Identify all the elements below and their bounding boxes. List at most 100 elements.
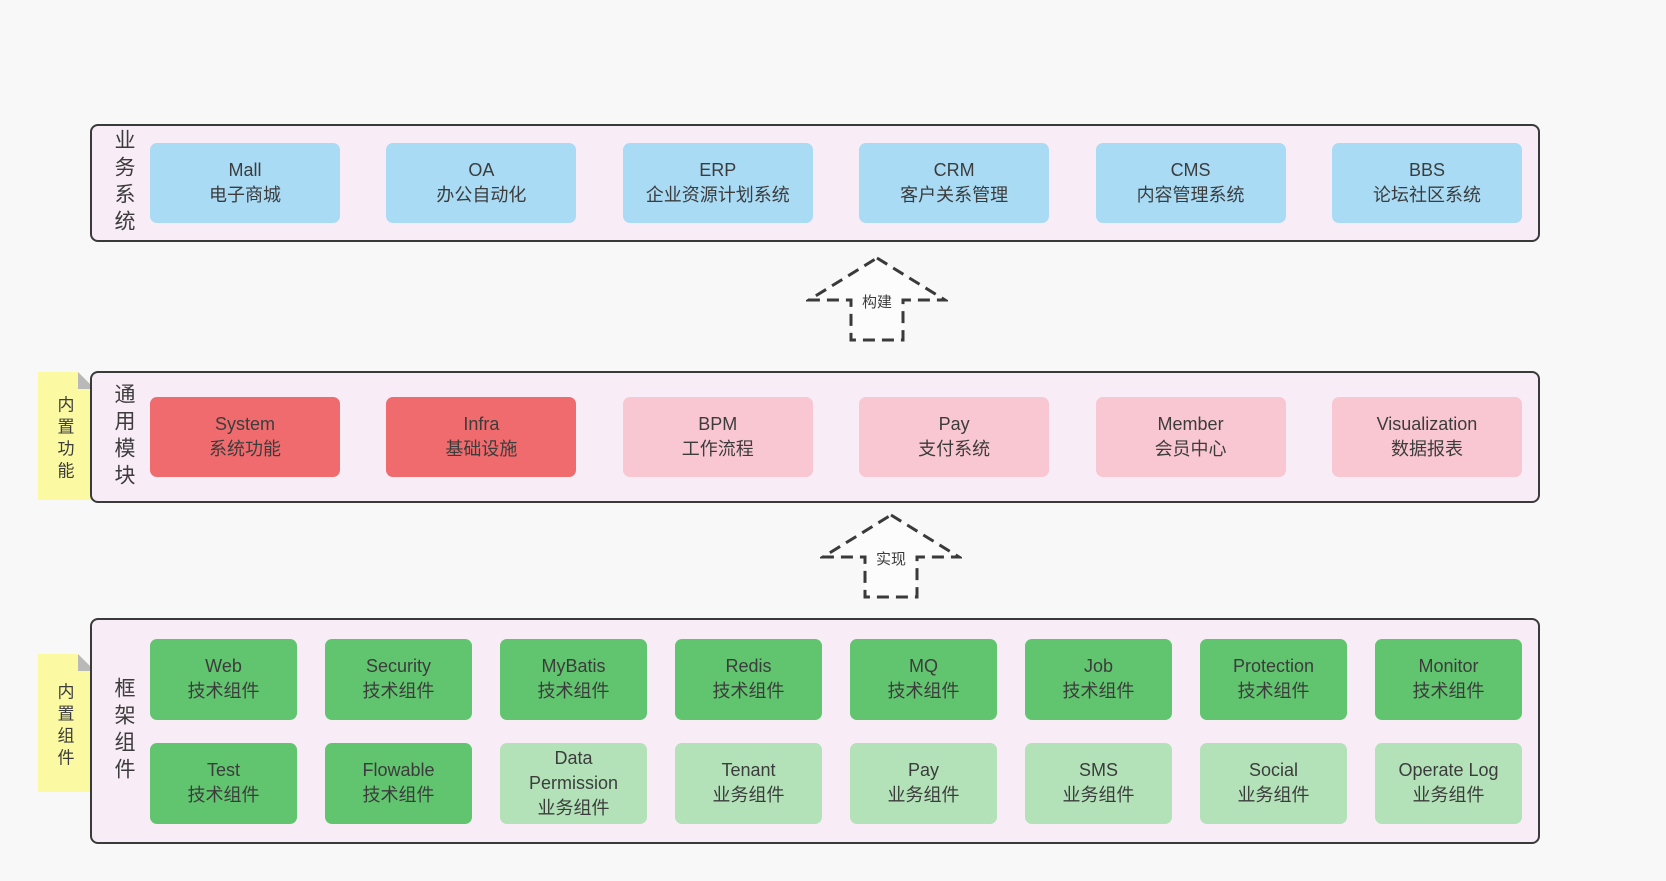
box-subtitle: 技术组件 [887, 681, 960, 701]
box-job: Job 技术组件 [1025, 638, 1172, 720]
box-subtitle: 业务组件 [712, 785, 785, 805]
box-subtitle: 内容管理系统 [1136, 185, 1245, 205]
arrow-implement: 实现 [820, 512, 962, 600]
box-subtitle: 基础设施 [445, 439, 518, 459]
box-title: Monitor [1418, 656, 1479, 676]
box-subtitle: 技术组件 [1237, 681, 1310, 701]
box-data-permission: Data Permission 业务组件 [500, 742, 647, 824]
box-subtitle: 业务组件 [1237, 785, 1310, 805]
box-cms: CMS 内容管理系统 [1095, 143, 1286, 223]
box-title: ERP [699, 160, 737, 180]
box-tenant: Tenant 业务组件 [675, 742, 822, 824]
sticky-note-label: 内置功能 [54, 395, 74, 484]
box-title: Mall [228, 160, 262, 180]
box-title: Visualization [1376, 414, 1478, 434]
box-title: SMS [1078, 760, 1118, 780]
box-title: Tenant [721, 760, 776, 780]
layer-business-systems: 业务系统 Mall 电子商城 OA 办公自动化 ERP 企业资源计划系统 CRM… [90, 124, 1540, 242]
box-row: Web 技术组件 Security 技术组件 MyBatis 技术组件 Redi… [150, 638, 1522, 720]
box-title: Pay [907, 760, 940, 780]
box-subtitle: 技术组件 [362, 785, 435, 805]
box-subtitle: 业务组件 [1412, 785, 1485, 805]
box-subtitle: 业务组件 [1062, 785, 1135, 805]
box-subtitle: 工作流程 [681, 439, 754, 459]
box-title: Job [1083, 656, 1114, 676]
box-title: Operate Log [1398, 760, 1499, 780]
box-monitor: Monitor 技术组件 [1375, 638, 1522, 720]
box-infra: Infra 基础设施 [386, 397, 577, 477]
box-pay-module: Pay 支付系统 [859, 397, 1050, 477]
sticky-note-built-in-components: 内置组件 [38, 654, 95, 792]
box-mybatis: MyBatis 技术组件 [500, 638, 647, 720]
layer-label: 框架组件 [112, 677, 135, 785]
box-bpm: BPM 工作流程 [622, 397, 813, 477]
box-subtitle: 业务组件 [887, 785, 960, 805]
box-web: Web 技术组件 [150, 638, 297, 720]
box-title: Security [365, 656, 432, 676]
box-title: Protection [1232, 656, 1315, 676]
box-title: MQ [909, 656, 938, 676]
sticky-note-built-in-features: 内置功能 [38, 372, 95, 500]
box-title: Infra [463, 414, 500, 434]
box-social: Social 业务组件 [1200, 742, 1347, 824]
box-row: Mall 电子商城 OA 办公自动化 ERP 企业资源计划系统 CRM 客户关系… [150, 143, 1522, 223]
box-title: System [214, 414, 275, 434]
box-subtitle: 企业资源计划系统 [645, 185, 790, 205]
layer-framework-components: 框架组件 Web 技术组件 Security 技术组件 MyBatis 技术组件… [90, 618, 1540, 844]
box-visualization: Visualization 数据报表 [1331, 397, 1522, 477]
box-title: CRM [933, 160, 975, 180]
box-title: MyBatis [541, 656, 606, 676]
box-redis: Redis 技术组件 [675, 638, 822, 720]
box-title: Flowable [362, 760, 435, 780]
arrow-build: 构建 [806, 255, 948, 343]
box-subtitle: 客户关系管理 [900, 185, 1009, 205]
box-title: BBS [1408, 160, 1445, 180]
box-mall: Mall 电子商城 [150, 143, 340, 223]
box-member: Member 会员中心 [1095, 397, 1286, 477]
box-bbs: BBS 论坛社区系统 [1331, 143, 1522, 223]
box-title: Web [205, 656, 242, 676]
box-subtitle: 业务组件 [537, 797, 610, 818]
box-subtitle: 系统功能 [209, 439, 281, 459]
box-row: System 系统功能 Infra 基础设施 BPM 工作流程 Pay 支付系统… [150, 397, 1522, 477]
box-subtitle: 技术组件 [1062, 681, 1135, 701]
arrow-label: 构建 [859, 291, 895, 312]
box-oa: OA 办公自动化 [386, 143, 577, 223]
box-subtitle: 技术组件 [1412, 681, 1485, 701]
box-title: Pay [938, 414, 970, 434]
layer-common-modules: 通用模块 System 系统功能 Infra 基础设施 BPM 工作流程 Pay… [90, 371, 1540, 503]
box-title: Test [206, 760, 240, 780]
box-title: Social [1248, 760, 1299, 780]
layer-rows: System 系统功能 Infra 基础设施 BPM 工作流程 Pay 支付系统… [150, 373, 1522, 501]
box-subtitle: 技术组件 [187, 681, 260, 701]
layer-rows: Mall 电子商城 OA 办公自动化 ERP 企业资源计划系统 CRM 客户关系… [150, 126, 1522, 240]
box-title: Data Permission [528, 747, 619, 793]
box-flowable: Flowable 技术组件 [325, 742, 472, 824]
box-crm: CRM 客户关系管理 [859, 143, 1050, 223]
box-title: Redis [725, 656, 772, 676]
box-subtitle: 技术组件 [362, 681, 435, 701]
box-title: BPM [698, 414, 738, 434]
box-subtitle: 会员中心 [1154, 439, 1227, 459]
layer-label: 通用模块 [112, 383, 135, 491]
box-subtitle: 技术组件 [187, 785, 260, 805]
arrow-label: 实现 [873, 548, 909, 569]
sticky-note-label: 内置组件 [54, 682, 74, 771]
box-protection: Protection 技术组件 [1200, 638, 1347, 720]
box-subtitle: 办公自动化 [436, 185, 527, 205]
box-test: Test 技术组件 [150, 742, 297, 824]
box-title: CMS [1170, 160, 1211, 180]
layer-label: 业务系统 [112, 129, 135, 237]
box-mq: MQ 技术组件 [850, 638, 997, 720]
box-subtitle: 支付系统 [918, 439, 991, 459]
box-subtitle: 技术组件 [712, 681, 785, 701]
box-row: Test 技术组件 Flowable 技术组件 Data Permission … [150, 742, 1522, 824]
box-subtitle: 电子商城 [209, 185, 281, 205]
box-system: System 系统功能 [150, 397, 340, 477]
box-title: Member [1157, 414, 1224, 434]
box-title: OA [468, 160, 495, 180]
box-sms: SMS 业务组件 [1025, 742, 1172, 824]
box-subtitle: 论坛社区系统 [1372, 185, 1481, 205]
box-security: Security 技术组件 [325, 638, 472, 720]
box-subtitle: 数据报表 [1390, 439, 1463, 459]
